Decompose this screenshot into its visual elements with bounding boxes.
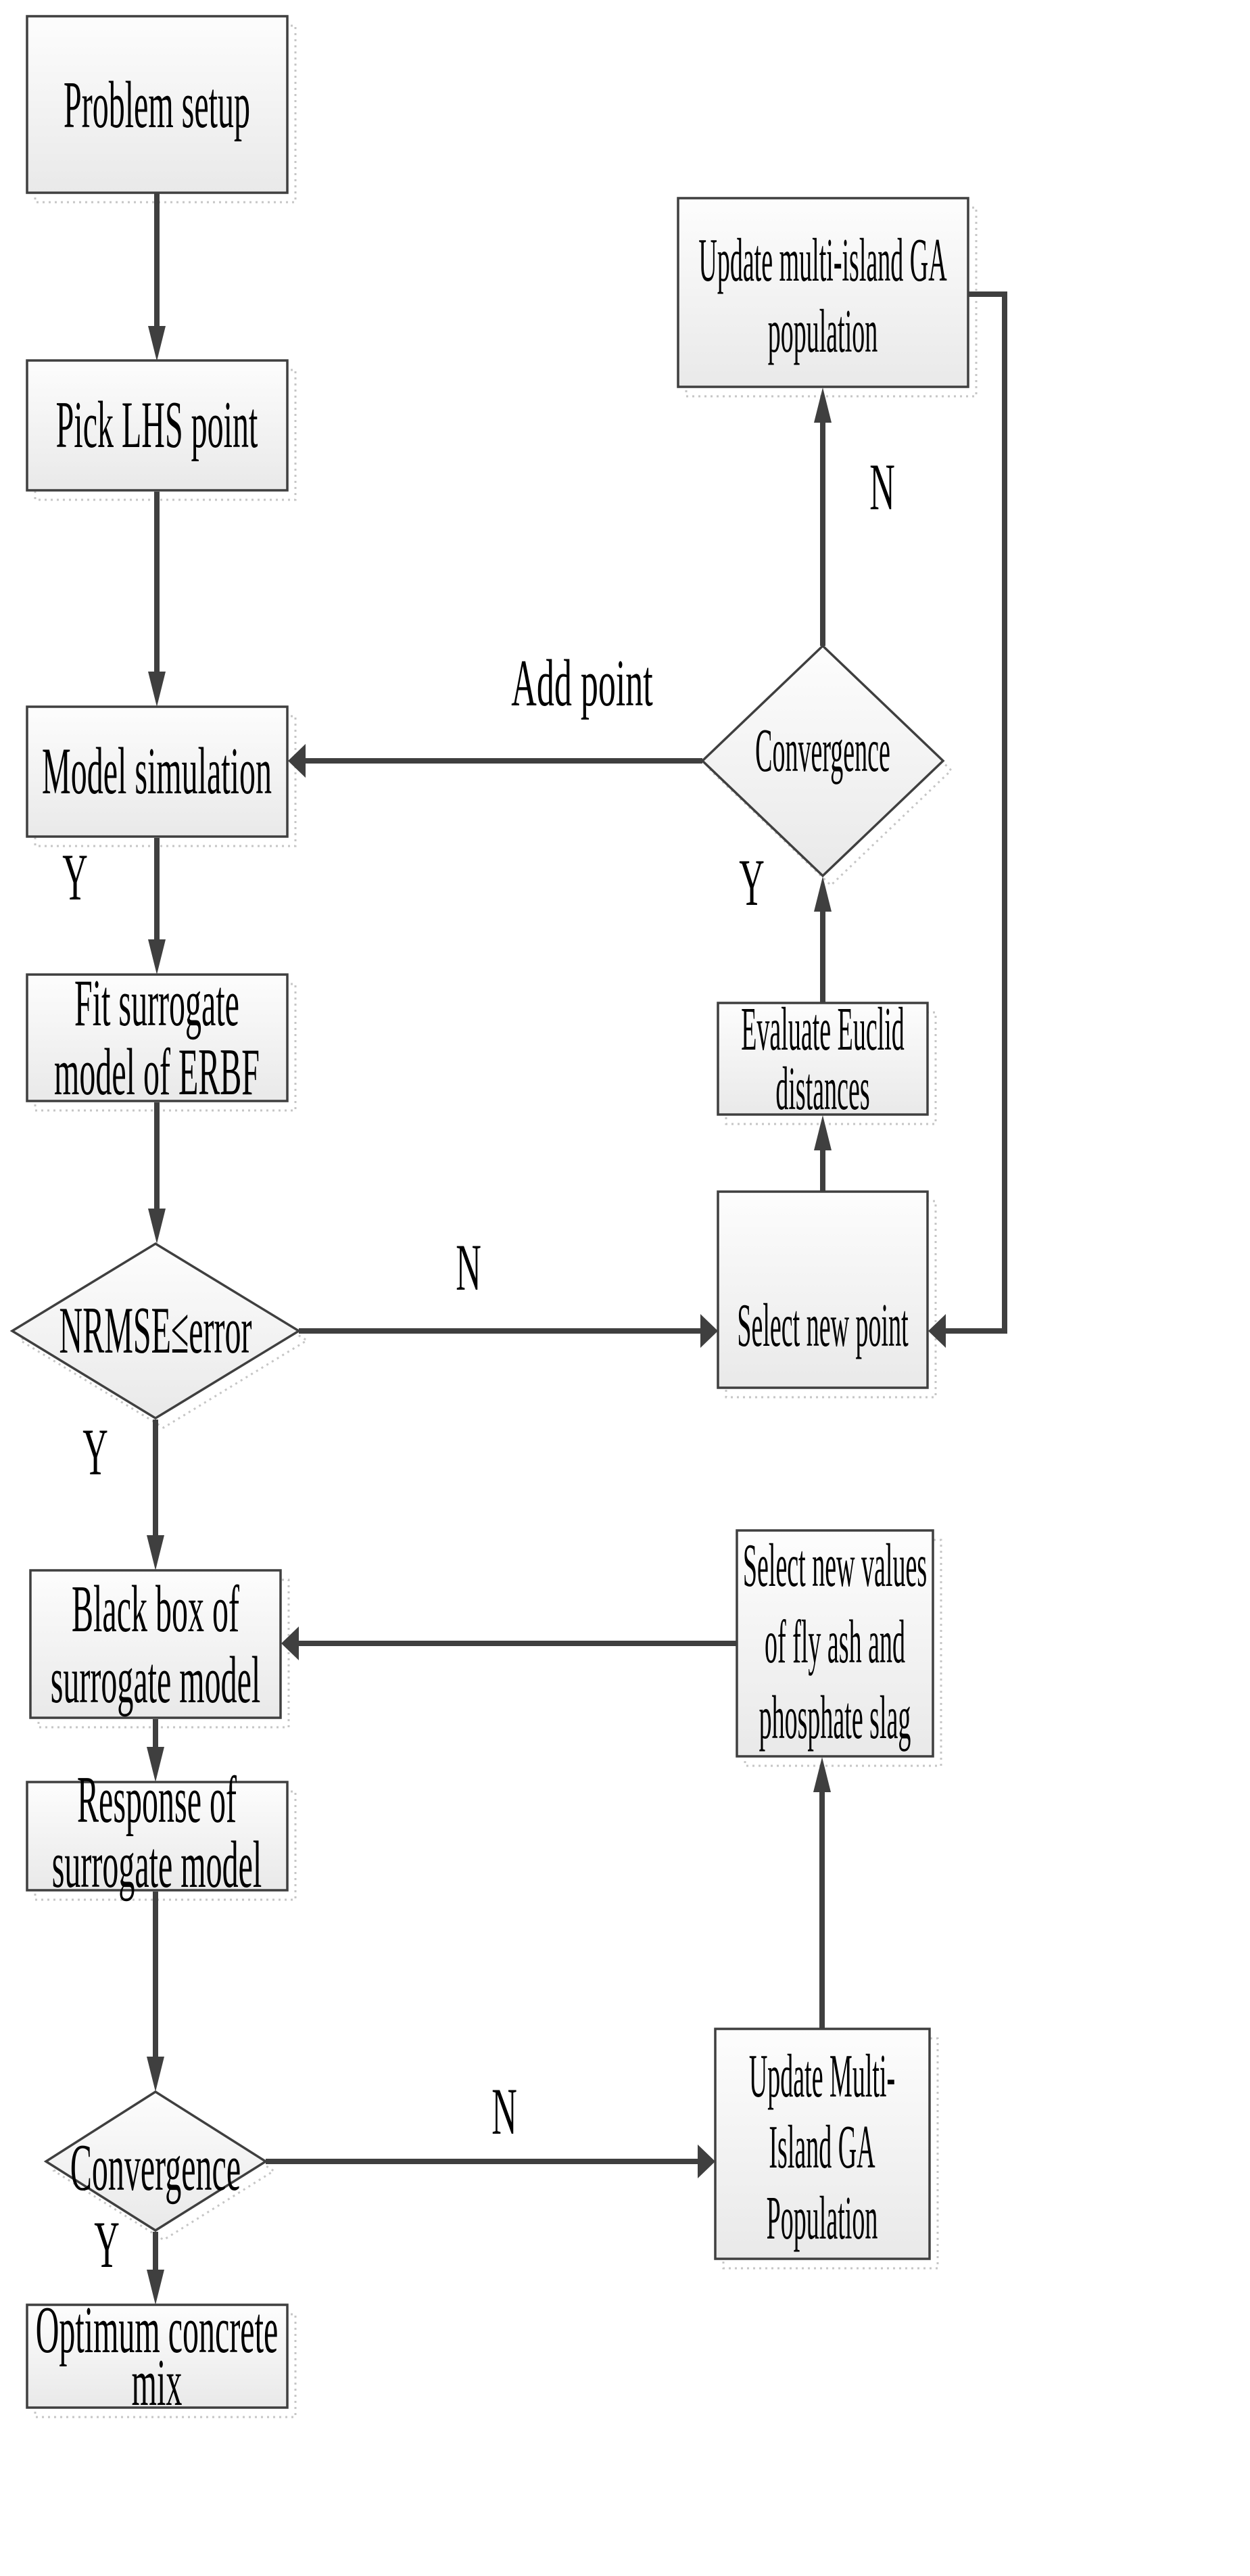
node-label-response-1: Response of <box>77 1762 237 1836</box>
node-label-select-new-values-1: Select new values <box>743 1532 927 1600</box>
arrowhead-update-ga-feedback <box>928 1314 946 1348</box>
arrowhead-problem-to-pick <box>148 326 166 361</box>
edge-label-add-point: Add point <box>511 647 652 721</box>
shadow-fit-surrogate <box>34 983 297 1112</box>
shadow-optimum-mix <box>34 2313 297 2418</box>
node-label-optimum-2: mix <box>132 2345 183 2419</box>
arrowhead-convergence-to-optimum <box>147 2270 164 2305</box>
arrowhead-select-point-to-evaluate <box>814 1115 832 1150</box>
edge-label-convergence-resample-no: N <box>869 451 895 525</box>
process-box-select-new-point <box>717 1190 929 1389</box>
node-label-update-ga-top-1: Update multi-island GA <box>698 227 946 295</box>
edge-label-convergence-main-yes: Y <box>94 2209 120 2282</box>
node-label-model-simulation: Model simulation <box>42 734 272 807</box>
node-label-problem-setup: Problem setup <box>64 68 250 141</box>
node-label-optimum-1: Optimum concrete <box>36 2293 279 2366</box>
decision-diamond-convergence-main <box>43 2090 268 2232</box>
arrowhead-blackbox-to-response <box>147 1747 164 1782</box>
process-box-select-new-values <box>736 1529 934 1758</box>
arrowhead-update-ga2-to-select-values <box>813 1757 831 1792</box>
node-label-black-box-1: Black box of <box>72 1572 239 1645</box>
process-box-response-surrogate <box>26 1781 289 1892</box>
decision-diamond-convergence-resample <box>700 644 945 878</box>
edge-label-model-yes: Y <box>62 841 88 915</box>
arrowhead-nrmse-to-blackbox <box>147 1535 164 1570</box>
arrowhead-nrmse-to-select-point <box>700 1314 718 1348</box>
process-box-black-box <box>29 1569 282 1719</box>
connector-update-ga-feedback <box>946 291 1007 1334</box>
edge-label-convergence-resample-yes: Y <box>739 847 765 920</box>
process-box-pick-lhs <box>26 359 289 492</box>
shadow-update-ga-top <box>685 206 978 398</box>
node-label-pick-lhs: Pick LHS point <box>56 388 258 461</box>
process-box-evaluate-euclid <box>717 1002 929 1116</box>
node-label-nrmse: NRMSE≤error <box>59 1293 252 1367</box>
node-label-convergence-main: Convergence <box>70 2130 241 2204</box>
edge-label-nrmse-no: N <box>456 1232 481 1305</box>
process-box-update-ga-bottom <box>714 2028 931 2260</box>
node-label-fit-surrogate-1: Fit surrogate <box>74 966 239 1039</box>
process-box-problem-setup <box>26 15 289 194</box>
node-label-evaluate-euclid-2: distances <box>775 1055 869 1123</box>
process-box-optimum-mix <box>26 2303 289 2409</box>
node-label-select-new-point: Select new point <box>737 1292 908 1360</box>
arrowhead-convergence2-to-update-ga <box>814 388 832 423</box>
process-box-fit-surrogate <box>26 973 289 1102</box>
node-label-update-ga-bottom-3: Population <box>767 2184 878 2253</box>
node-label-response-2: surrogate model <box>52 1827 262 1901</box>
arrowhead-evaluate-to-convergence2 <box>814 876 832 912</box>
shadow-nrmse <box>18 1252 309 1429</box>
node-label-select-new-values-3: phosphate slag <box>759 1684 911 1752</box>
node-label-evaluate-euclid-1: Evaluate Euclid <box>741 996 905 1064</box>
process-box-model-simulation <box>26 705 289 838</box>
arrowhead-fit-to-nrmse <box>148 1209 166 1244</box>
arrowhead-model-to-fit <box>148 939 166 975</box>
arrowhead-pick-to-model <box>148 672 166 707</box>
shadow-black-box <box>37 1578 290 1729</box>
edge-label-nrmse-yes: Y <box>82 1416 108 1490</box>
node-label-update-ga-bottom-2: Island GA <box>769 2113 875 2182</box>
process-box-update-ga-top <box>677 197 969 388</box>
arrowhead-select-values-to-blackbox <box>281 1626 299 1660</box>
decision-diamond-nrmse <box>9 1242 302 1420</box>
arrowhead-addpoint-to-model <box>288 744 306 778</box>
node-label-fit-surrogate-2: model of ERBF <box>54 1035 260 1108</box>
node-label-convergence-resample: Convergence <box>755 717 890 785</box>
node-label-update-ga-top-2: population <box>768 298 878 366</box>
edge-label-convergence-main-no: N <box>491 2076 517 2149</box>
node-label-select-new-values-2: of fly ash and <box>765 1608 905 1677</box>
node-label-update-ga-bottom-1: Update Multi- <box>749 2042 895 2111</box>
node-label-black-box-2: surrogate model <box>51 1643 261 1716</box>
arrowhead-response-to-convergence <box>147 2057 164 2092</box>
arrowhead-convergence-to-update-ga2 <box>698 2145 715 2178</box>
